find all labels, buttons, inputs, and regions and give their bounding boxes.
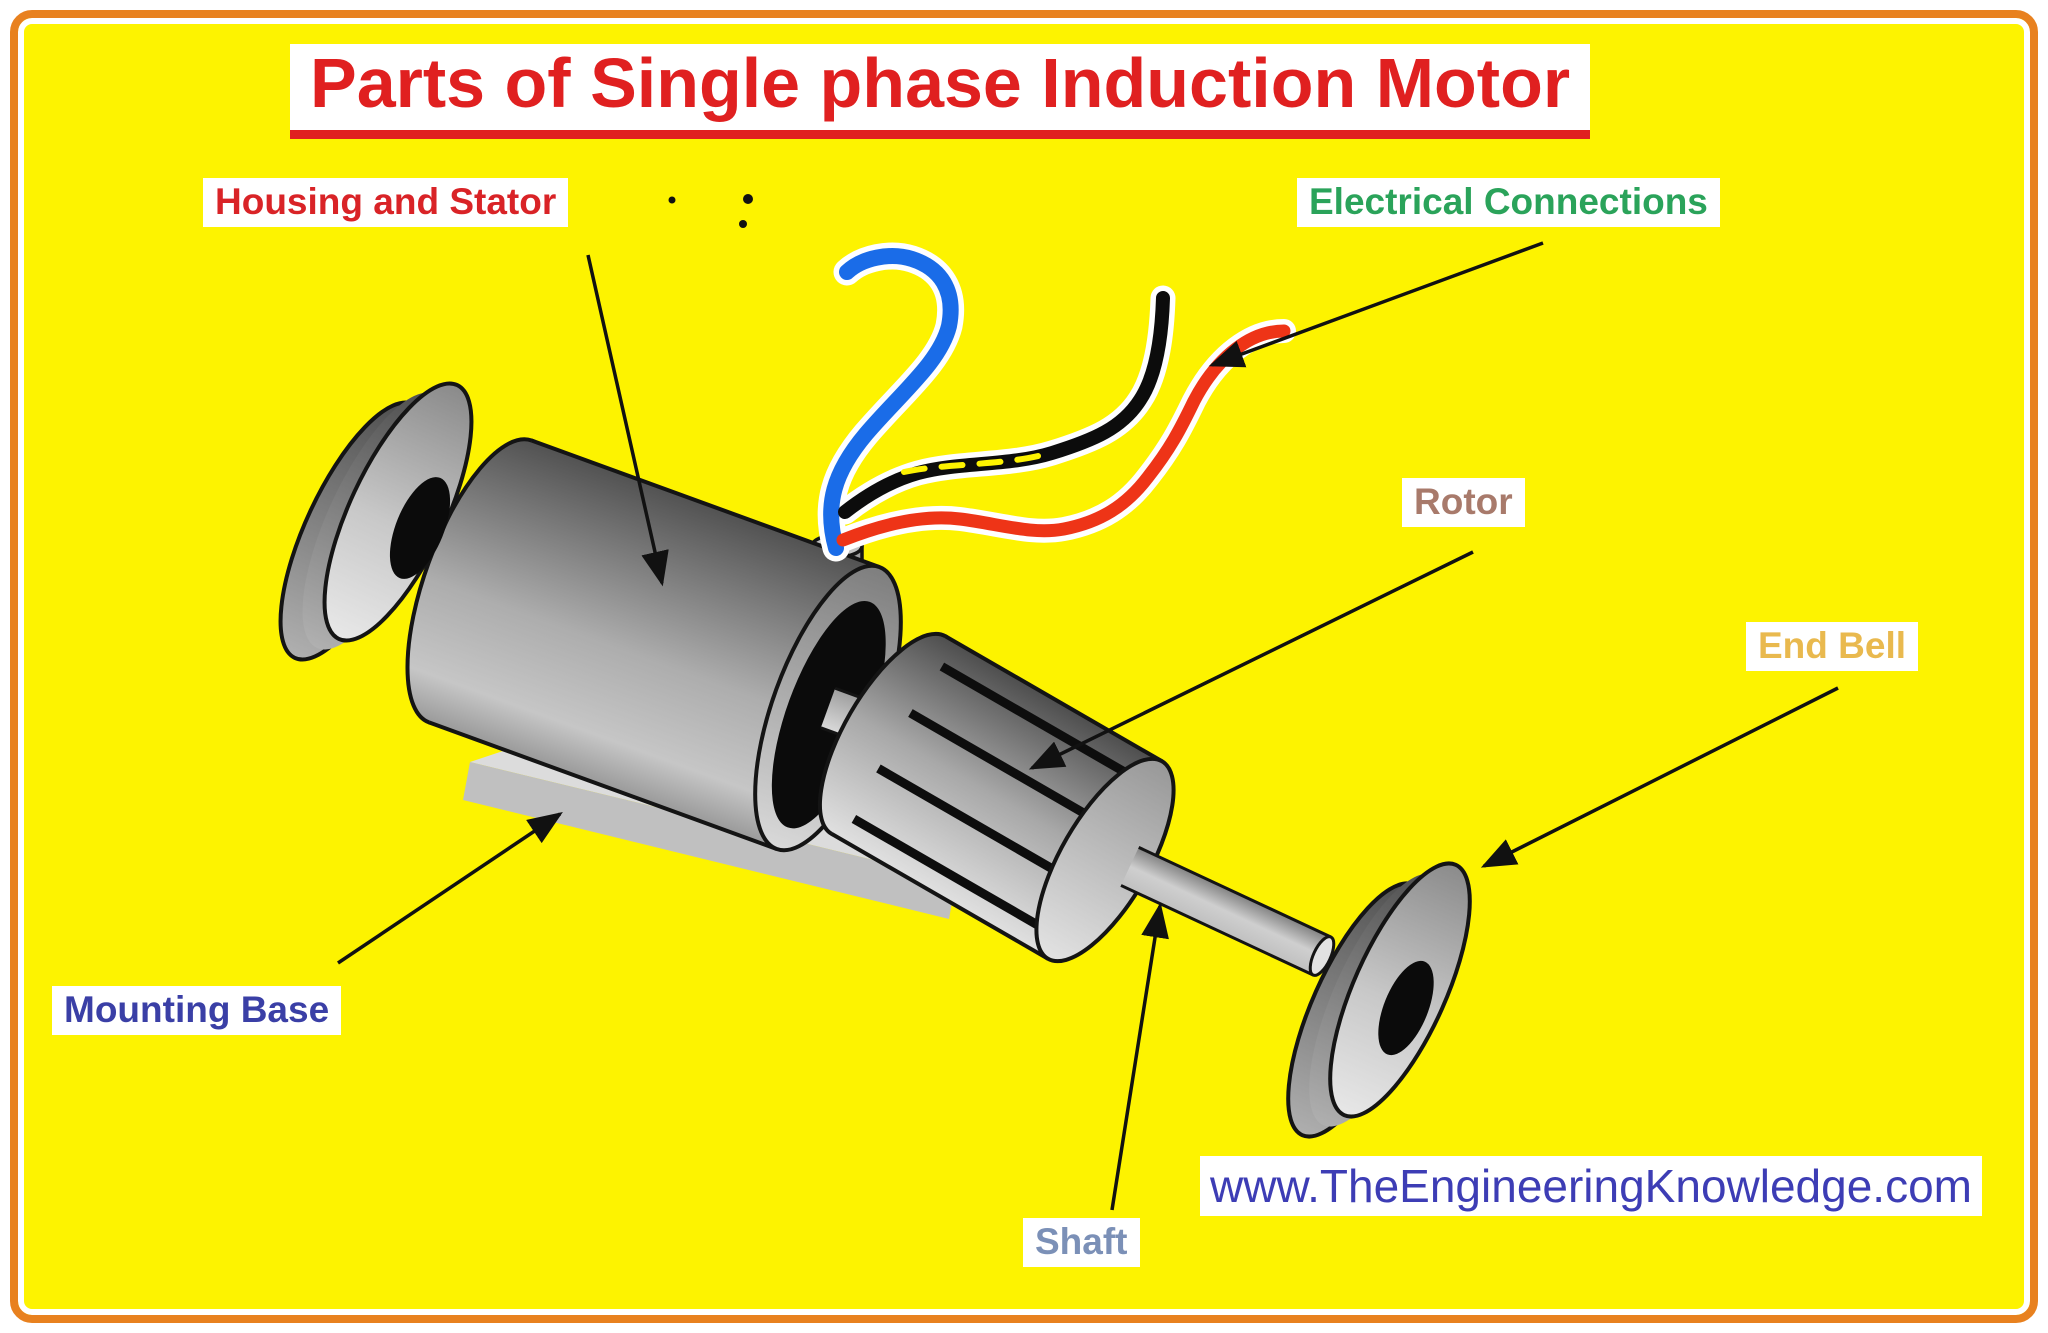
wire-blue (823, 248, 959, 556)
housing-stator-body (405, 437, 903, 853)
ink-specks (668, 194, 753, 228)
wire-black (838, 291, 1170, 519)
wire-black-dashes (901, 450, 1053, 475)
label-rotor: Rotor (1402, 478, 1525, 527)
website-watermark: www.TheEngineeringKnowledge.com (1200, 1156, 1982, 1216)
end-bell-right-bore (1378, 960, 1434, 1056)
label-end-bell: End Bell (1746, 622, 1919, 671)
label-mounting-base: Mounting Base (52, 986, 342, 1035)
motor-shaft (1120, 846, 1336, 977)
arrow-electrical-connections (1208, 241, 1544, 368)
arrow-housing-stator (586, 254, 669, 587)
rotor-slots (851, 662, 1139, 935)
arrow-end-bell (1480, 686, 1839, 868)
annotation-arrows (337, 241, 1839, 1211)
end-bell-left (278, 381, 474, 662)
label-electrical-connections: Electrical Connections (1297, 178, 1720, 227)
rotor-cylinder (817, 631, 1176, 964)
yellow-board (10, 10, 2038, 1323)
page-title: Parts of Single phase Induction Motor (290, 44, 1591, 139)
arrow-mounting-base (337, 812, 563, 965)
end-bell-right (1286, 861, 1472, 1139)
arrow-shaft (1110, 902, 1169, 1211)
end-bell-left-bore (389, 477, 451, 579)
label-housing-and-stator: Housing and Stator (203, 178, 569, 227)
wire-red (836, 324, 1291, 547)
label-shaft: Shaft (1023, 1218, 1140, 1267)
arrow-rotor (1028, 550, 1474, 770)
